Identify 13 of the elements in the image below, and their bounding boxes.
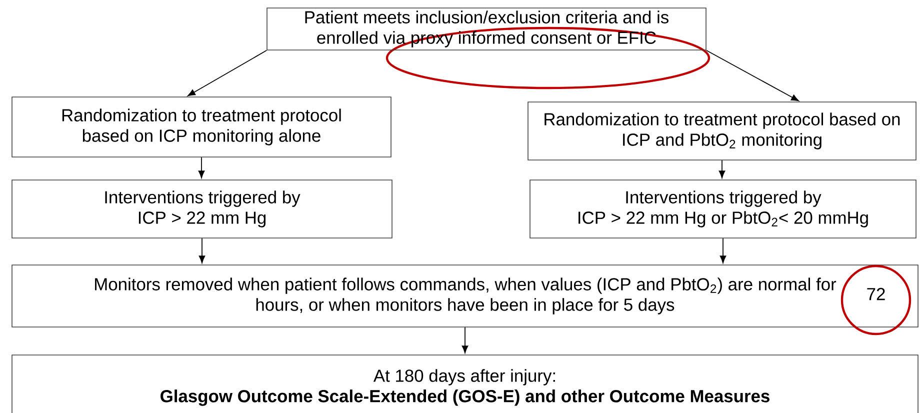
arrow: [462, 326, 468, 354]
process-box: Randomization to treatment protocol based on ICP and PbtO$_{2}$ monitoring: [528, 102, 916, 160]
process-box: Patient meets inclusion/exclusion criteria and is enrolled via proxy informed consent or EFIC: [266, 8, 706, 50]
process-box: Randomization to treatment protocol based on ICP monitoring alone: [12, 96, 392, 158]
arrow: [188, 50, 268, 96]
arrow: [718, 160, 726, 178]
process-box: Interventions triggered by ICP > 22 mm Hg or PbtO$_{2}$< 20 mmHg: [530, 180, 916, 238]
process-box: Interventions triggered by ICP > 22 mm Hg: [12, 180, 392, 238]
arrow: [198, 238, 206, 264]
process-box: At 180 days after injury: Glasgow Outcome Scale-Extended (GOS-E) and other Outcome Measures: [12, 354, 918, 413]
arrow: [720, 238, 726, 264]
arrow: [198, 156, 205, 178]
arrow: [706, 50, 799, 102]
